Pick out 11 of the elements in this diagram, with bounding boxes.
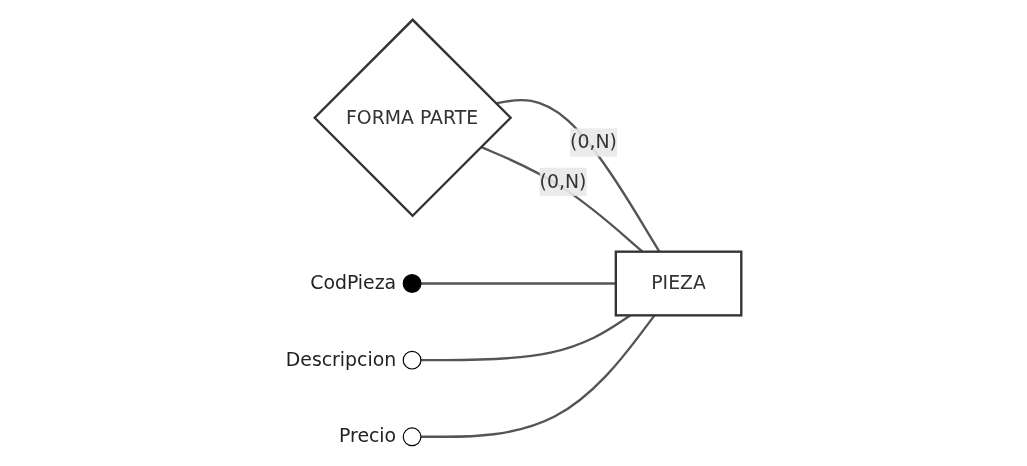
attribute-name: Precio [338,424,397,447]
node-dot [402,274,422,293]
connector [420,282,616,285]
edge-label: (0,N) [539,169,587,193]
attribute-name: CodPieza [310,271,397,293]
node-box: PIEZA [614,250,743,317]
attribute-name: Descripcion [285,347,397,370]
node-circle [402,350,422,370]
edge-label: (0,N) [570,130,617,154]
node-diamond: FORMA PARTE [313,18,513,218]
node-circle [402,427,422,447]
